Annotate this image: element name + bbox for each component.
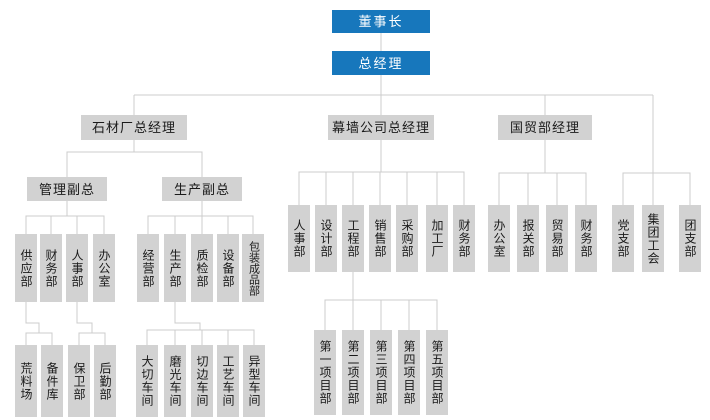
node-finance-dept-trade: 财务部 — [575, 205, 597, 272]
node-production-dept: 生产部 — [164, 234, 186, 302]
connector-stone-branch — [25, 140, 254, 234]
node-logistics-dept: 后勤部 — [94, 345, 116, 417]
node-hr-dept-curtain: 人事部 — [288, 205, 310, 272]
node-design-dept: 设计部 — [315, 205, 337, 272]
node-hr-dept-stone: 人事部 — [66, 234, 88, 302]
node-finance-dept-curtain: 财务部 — [453, 205, 475, 272]
node-security-dept: 保卫部 — [68, 345, 90, 417]
connector-trade-and-direct — [498, 140, 691, 205]
node-production-deputy: 生产副总 — [162, 177, 242, 201]
node-packaging-finished-goods-dept: 包装成品部 — [242, 234, 264, 302]
node-supply-dept: 供应部 — [15, 234, 37, 302]
connector-curtain-branch — [298, 140, 465, 330]
node-general-manager: 总经理 — [332, 51, 430, 75]
node-purchasing-dept: 采购部 — [396, 205, 418, 272]
node-party-branch: 党支部 — [612, 205, 634, 272]
node-sales-dept: 销售部 — [369, 205, 391, 272]
node-curtain-wall-gm: 幕墙公司总经理 — [328, 115, 434, 140]
node-finance-dept-stone: 财务部 — [40, 234, 62, 302]
node-stone-factory-gm: 石材厂总经理 — [81, 115, 187, 140]
node-engineering-dept: 工程部 — [342, 205, 364, 272]
node-processing-factory: 加工厂 — [426, 205, 448, 272]
node-project-dept-1: 第一项目部 — [314, 330, 336, 415]
node-youth-league-branch: 团支部 — [679, 205, 701, 272]
node-craft-workshop: 工艺车间 — [217, 345, 239, 417]
node-large-cutting-workshop: 大切车间 — [136, 345, 158, 417]
node-spare-parts-warehouse: 备件库 — [41, 345, 63, 417]
node-management-deputy: 管理副总 — [27, 177, 107, 201]
node-equipment-dept: 设备部 — [217, 234, 239, 302]
node-edge-cutting-workshop: 切边车间 — [191, 345, 213, 417]
node-project-dept-4: 第四项目部 — [398, 330, 420, 415]
node-customs-dept: 报关部 — [517, 205, 539, 272]
node-special-shape-workshop: 异型车间 — [243, 345, 265, 417]
node-intl-trade-manager: 国贸部经理 — [498, 115, 592, 140]
node-office-trade: 办公室 — [488, 205, 510, 272]
connector-stone-lower — [25, 302, 255, 345]
node-project-dept-5: 第五项目部 — [426, 330, 448, 415]
node-project-dept-3: 第三项目部 — [370, 330, 392, 415]
node-office-stone: 办公室 — [93, 234, 115, 302]
node-group-labor-union: 集团工会 — [642, 205, 664, 272]
node-polishing-workshop: 磨光车间 — [164, 345, 186, 417]
node-raw-material-yard: 荒料场 — [15, 345, 37, 417]
node-chairman: 董事长 — [332, 10, 430, 33]
connector-top-level — [133, 33, 654, 173]
node-trading-dept: 贸易部 — [546, 205, 568, 272]
node-operations-dept: 经营部 — [137, 234, 159, 302]
node-project-dept-2: 第二项目部 — [342, 330, 364, 415]
node-quality-inspection-dept: 质检部 — [191, 234, 213, 302]
